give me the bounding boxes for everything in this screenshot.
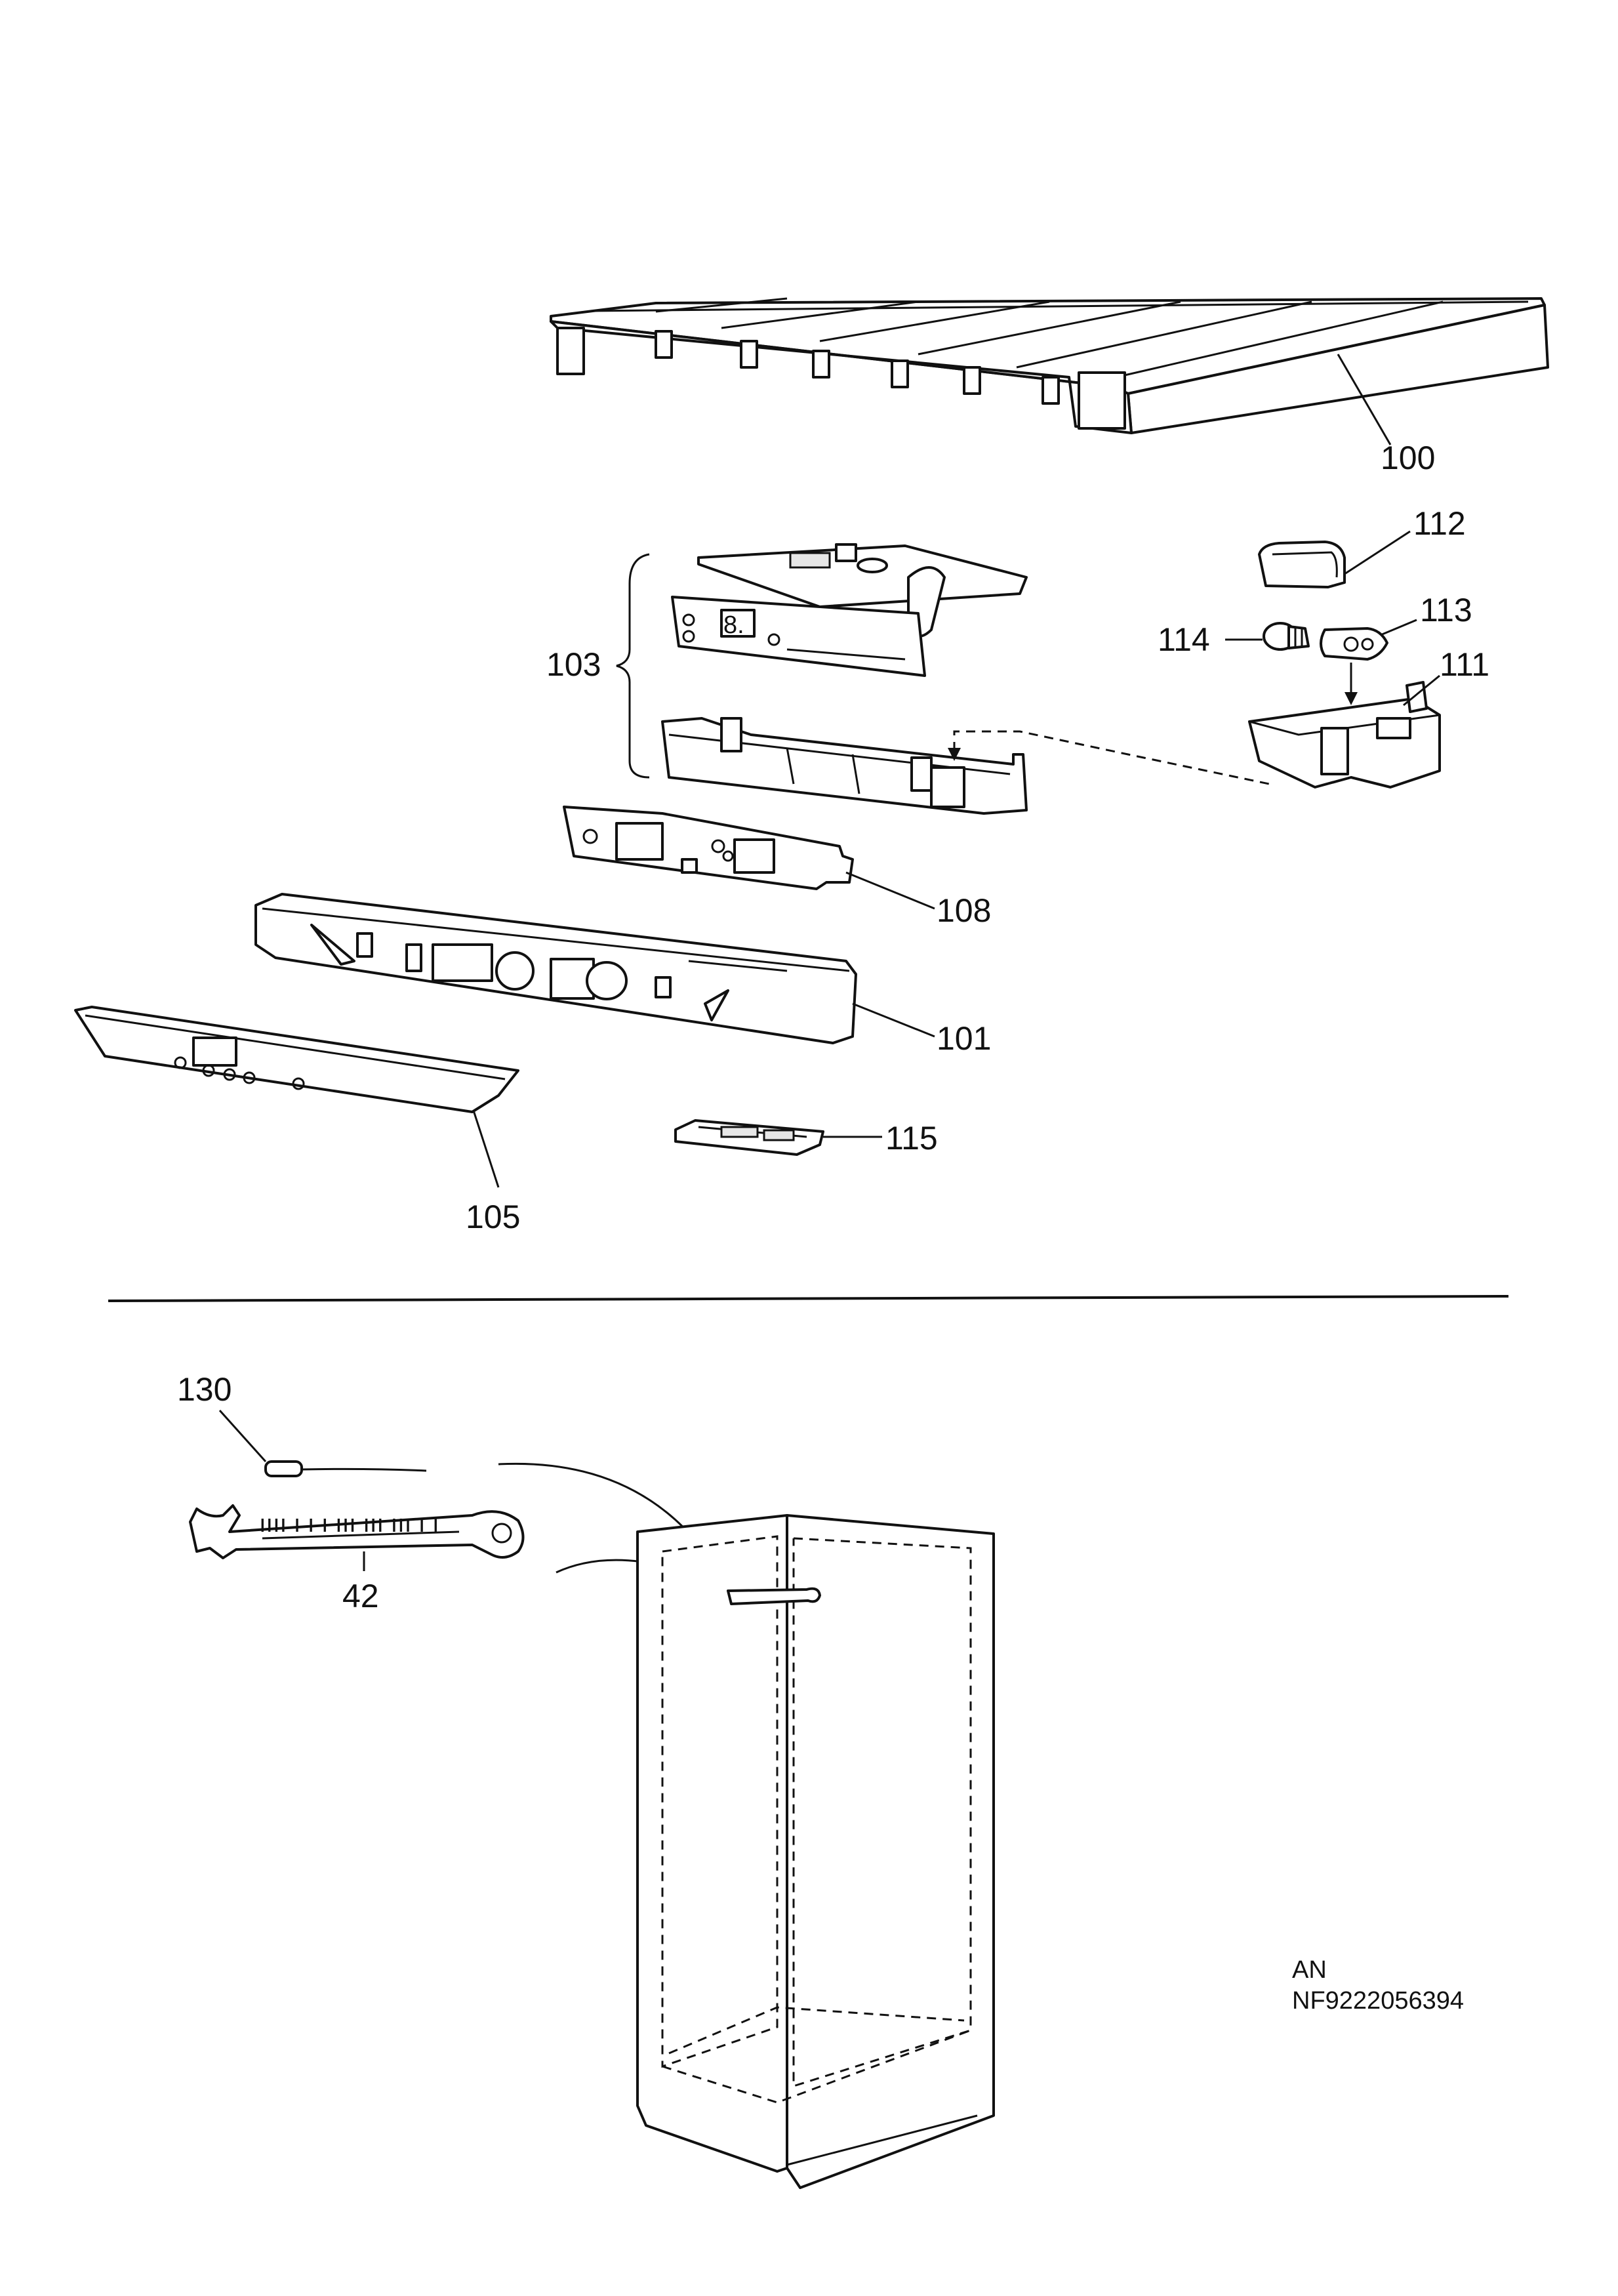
leader-108 <box>845 871 935 910</box>
callout-115: 115 <box>885 1120 938 1157</box>
cable-route-dashed <box>953 730 1270 785</box>
callout-101: 101 <box>937 1020 991 1057</box>
leader-113 <box>1380 619 1417 636</box>
callout-130: 130 <box>177 1371 232 1408</box>
leader-112 <box>1344 530 1411 575</box>
top-panel-part-100 <box>550 297 1549 434</box>
lamp-bulb-part-114 <box>1263 622 1310 651</box>
svg-text:8.: 8. <box>723 611 744 639</box>
spray-arm-part-42: ıııı ı ı ı ııı ııı ııı ı ı <box>189 1504 525 1559</box>
reference-line-2: NF9222056394 <box>1292 1987 1464 2015</box>
bracket-103 <box>616 553 650 779</box>
callout-114: 114 <box>1158 621 1210 658</box>
reference-line-1: AN <box>1292 1956 1327 1984</box>
leader-111 <box>1403 674 1440 707</box>
leader-101 <box>852 1002 935 1038</box>
dishwasher-cabinet <box>636 1514 995 2189</box>
callout-42: 42 <box>342 1578 379 1614</box>
callout-103: 103 <box>546 646 601 683</box>
leader-105 <box>472 1110 500 1188</box>
svg-text:ıııı ı ı ı ııı ııı ııı ı ı: ıııı ı ı ı ııı ııı ııı ı ı <box>259 1510 439 1538</box>
module-housing-part-103 <box>661 717 1028 815</box>
circuit-board-part-103 <box>697 543 1028 638</box>
callout-108: 108 <box>937 892 991 929</box>
leader-100 <box>1337 354 1392 445</box>
lamp-housing-part-111 <box>1248 681 1441 789</box>
callout-113: 113 <box>1420 592 1472 628</box>
tray-part-115 <box>674 1119 824 1156</box>
callout-112: 112 <box>1413 505 1466 542</box>
section-divider <box>108 1295 1509 1302</box>
callout-100: 100 <box>1381 440 1435 476</box>
cap-part-112 <box>1258 541 1346 588</box>
arrow-head-103 <box>948 748 961 761</box>
display-board-part-103: 8. <box>671 596 926 677</box>
callout-105: 105 <box>466 1199 520 1235</box>
control-panel-part-101 <box>254 893 857 1044</box>
leader-130 <box>218 1409 267 1463</box>
decor-strip-part-105 <box>74 1006 519 1113</box>
sensor-part-130 <box>264 1460 427 1477</box>
callout-111: 111 <box>1440 646 1489 683</box>
lamp-holder-part-113 <box>1320 627 1388 661</box>
control-board-part-108 <box>563 806 854 890</box>
arrow-head-113 <box>1345 692 1358 705</box>
